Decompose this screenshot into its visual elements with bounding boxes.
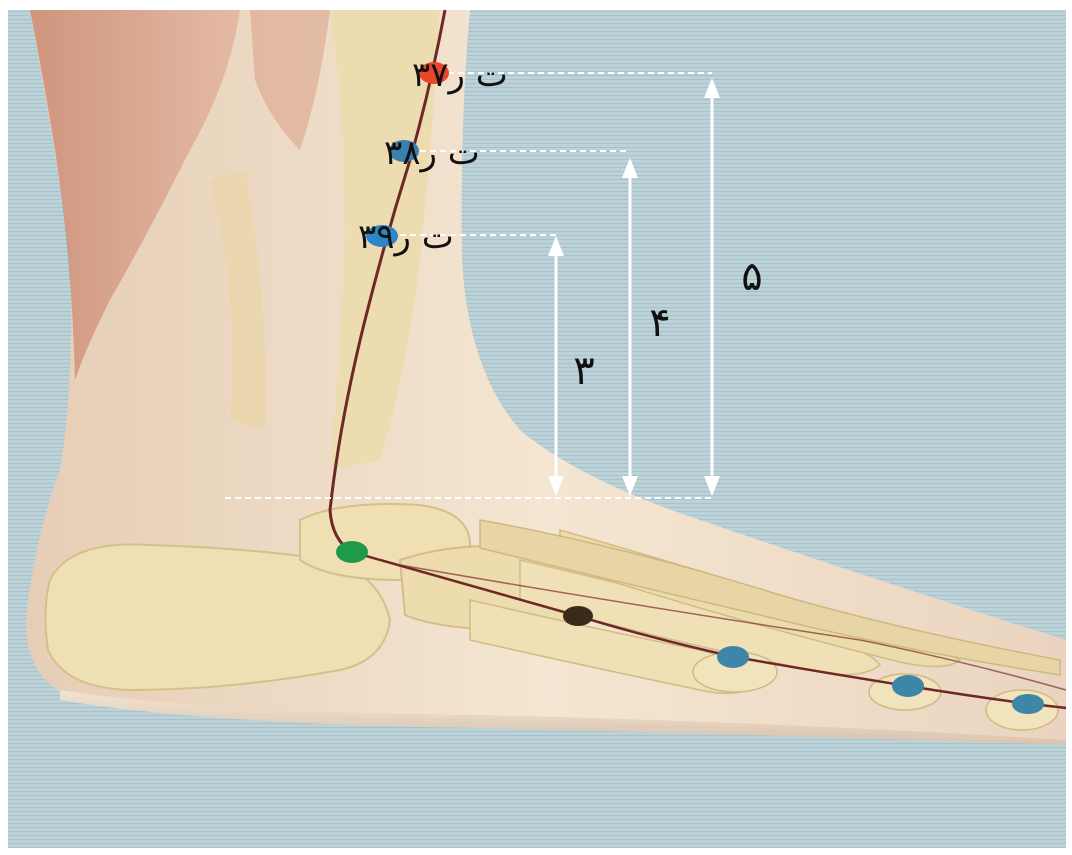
acupoint-foot-mid [563,606,593,626]
acupoint-gb40 [336,541,368,563]
point-label-lr39: ت ر۳۹ [358,217,454,257]
measure-label-m4: ۴ [649,300,670,346]
measure-label-m3: ۳ [573,348,594,394]
acupoint-foot-toe-1 [717,646,749,668]
point-label-lr38: ت ر۳۸ [384,133,480,173]
acupoint-foot-toe-3 [1012,694,1044,714]
measure-label-m5: ۵ [741,254,762,300]
acupoint-foot-toe-2 [892,675,924,697]
point-label-lr37: ت ر۳۷ [412,55,508,95]
